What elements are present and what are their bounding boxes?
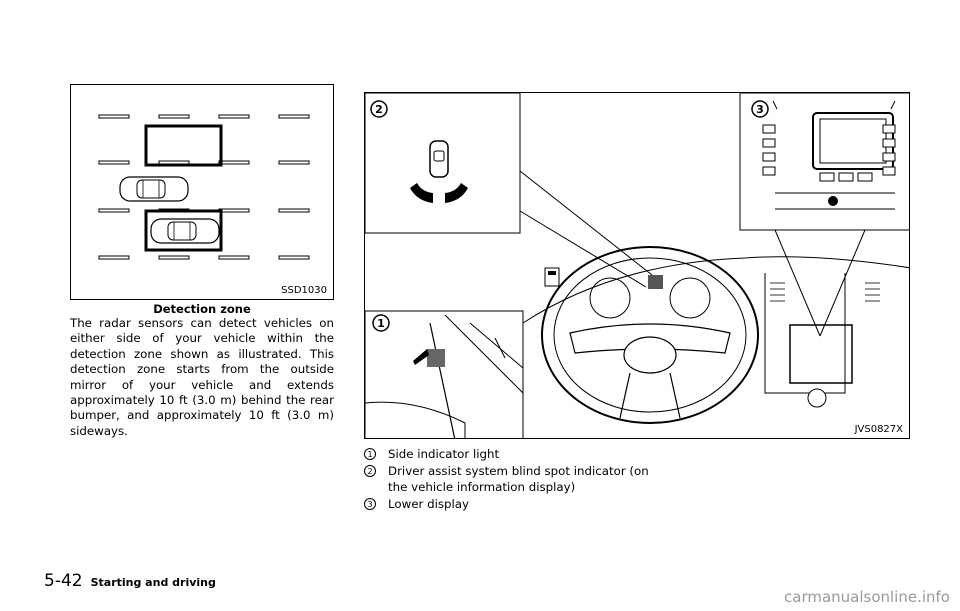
legend-number: 2 — [364, 465, 376, 478]
detection-zone-figure: SSD1030 — [70, 84, 334, 300]
legend-number: 1 — [364, 448, 376, 460]
legend-item: 3 Lower display — [364, 497, 664, 512]
detection-zone-illustration — [98, 114, 310, 260]
paragraph-text: The radar sensors can detect vehicles on… — [70, 316, 334, 438]
legend-text: Lower display — [388, 497, 469, 512]
svg-text:1: 1 — [377, 317, 385, 330]
page-number: 5-42 — [44, 571, 83, 591]
side-indicator-illustration — [365, 314, 524, 438]
figure-legend: 1 Side indicator light 2 Driver assist s… — [364, 447, 664, 515]
watermark: carmanualsonline.info — [784, 588, 950, 606]
legend-text: Side indicator light — [388, 447, 500, 461]
own-vehicle-icon — [119, 176, 189, 202]
section-title: Starting and driving — [90, 576, 216, 589]
page-footer: 5-42 Starting and driving — [44, 571, 216, 591]
dashboard-illustration: 2 3 1 — [365, 93, 909, 438]
figure-code: SSD1030 — [281, 285, 327, 296]
callout-2-icon: 2 — [370, 100, 388, 118]
adjacent-vehicle-icon — [150, 218, 220, 244]
body-paragraph: The radar sensors can detect vehicles on… — [70, 316, 334, 439]
figure-caption: Detection zone — [153, 302, 251, 316]
svg-text:2: 2 — [375, 103, 383, 116]
figure-code: JVS0827X — [854, 424, 903, 435]
legend-number: 3 — [364, 498, 376, 511]
legend-item: 1 Side indicator light — [364, 447, 664, 462]
callout-1-icon: 1 — [372, 314, 390, 332]
blind-spot-indicator-icon — [410, 140, 468, 203]
legend-text: Driver assist system blind spot indicato… — [388, 464, 649, 494]
steering-wheel-illustration — [541, 246, 759, 424]
legend-item: 2 Driver assist system blind spot indica… — [364, 464, 664, 495]
svg-text:3: 3 — [756, 103, 764, 116]
dashboard-figure: 2 3 1 JVS0827X — [364, 92, 910, 439]
lower-display-illustration — [762, 100, 896, 210]
callout-3-icon: 3 — [751, 100, 769, 118]
